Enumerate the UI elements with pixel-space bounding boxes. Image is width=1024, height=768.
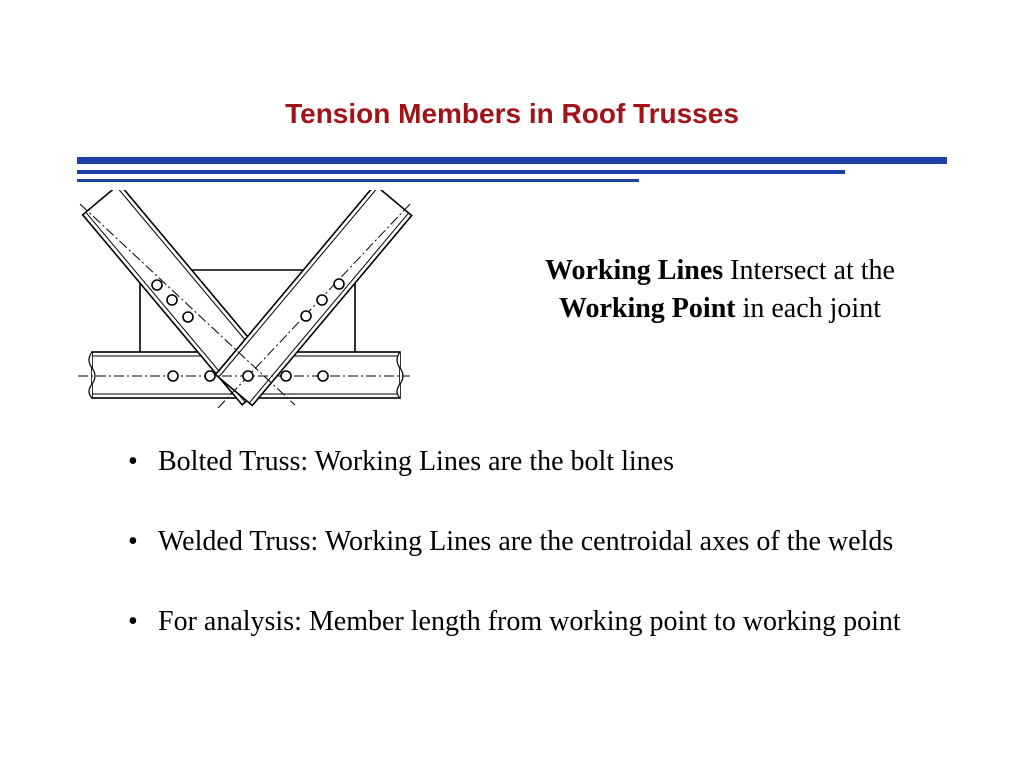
callout-line-1: Working Lines Intersect at the <box>490 252 950 290</box>
callout-line-2: Working Point in each joint <box>490 290 950 328</box>
callout-working-point: Working Point <box>559 293 736 324</box>
truss-joint-diagram <box>78 190 413 409</box>
bullet-item: • Welded Truss: Working Lines are the ce… <box>128 523 948 561</box>
bullet-item: • Bolted Truss: Working Lines are the bo… <box>128 443 948 481</box>
callout-line-1-rest: Intersect at the <box>723 255 895 286</box>
gusset-plate <box>139 269 356 352</box>
slide-title: Tension Members in Roof Trusses <box>285 98 739 129</box>
title-rule-bottom <box>77 179 639 182</box>
working-lines-callout: Working Lines Intersect at the Working P… <box>490 252 950 328</box>
title-rule-middle <box>77 170 845 174</box>
callout-line-2-rest: in each joint <box>735 293 881 324</box>
bullet-marker: • <box>128 446 138 477</box>
working-line-right <box>217 203 411 409</box>
bullet-marker: • <box>128 526 138 557</box>
bullet-marker: • <box>128 606 138 637</box>
bullet-text: Bolted Truss: Working Lines are the bolt… <box>158 446 674 477</box>
bullet-text: For analysis: Member length from working… <box>158 606 901 637</box>
bullet-list: • Bolted Truss: Working Lines are the bo… <box>128 443 948 683</box>
title-rule-top <box>77 157 947 164</box>
working-line-left <box>79 203 296 406</box>
callout-working-lines: Working Lines <box>545 255 724 286</box>
bullet-text: Welded Truss: Working Lines are the cent… <box>158 526 894 557</box>
right-diagonal-member <box>214 190 413 407</box>
bullet-item: • For analysis: Member length from worki… <box>128 603 948 641</box>
